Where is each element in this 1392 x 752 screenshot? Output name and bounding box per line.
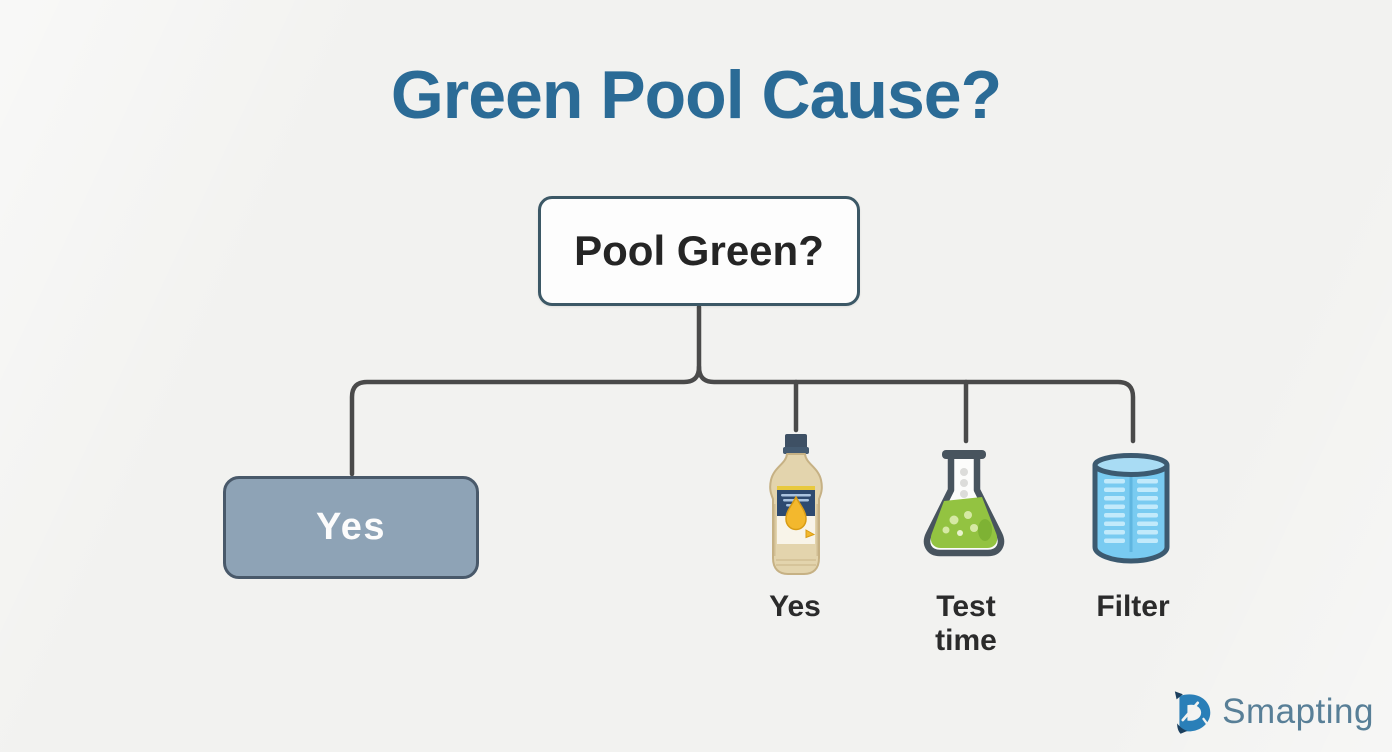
leaf-label-filter: Filter: [1096, 590, 1170, 623]
leaf-label-test-time: Test time: [935, 590, 997, 657]
connector-left-branch: [349, 304, 702, 477]
brand-logo-icon: [1174, 691, 1211, 734]
root-node-pool-green: Pool Green?: [538, 196, 860, 306]
connector-right-branch: [696, 364, 1136, 444]
yes-branch-node: Yes: [223, 476, 479, 579]
filter-cartridge-icon: [1092, 453, 1170, 564]
leaf-label-yes: Yes: [769, 590, 821, 623]
chlorine-bottle-icon: [769, 434, 823, 575]
root-node-label: Pool Green?: [574, 227, 824, 274]
brand-watermark: Smapting: [1169, 688, 1374, 736]
yes-branch-label: Yes: [315, 506, 387, 548]
page-title: Green Pool Cause?: [390, 57, 1002, 133]
brand-name: Smapting: [1222, 692, 1374, 731]
test-flask-icon: [923, 450, 1005, 557]
